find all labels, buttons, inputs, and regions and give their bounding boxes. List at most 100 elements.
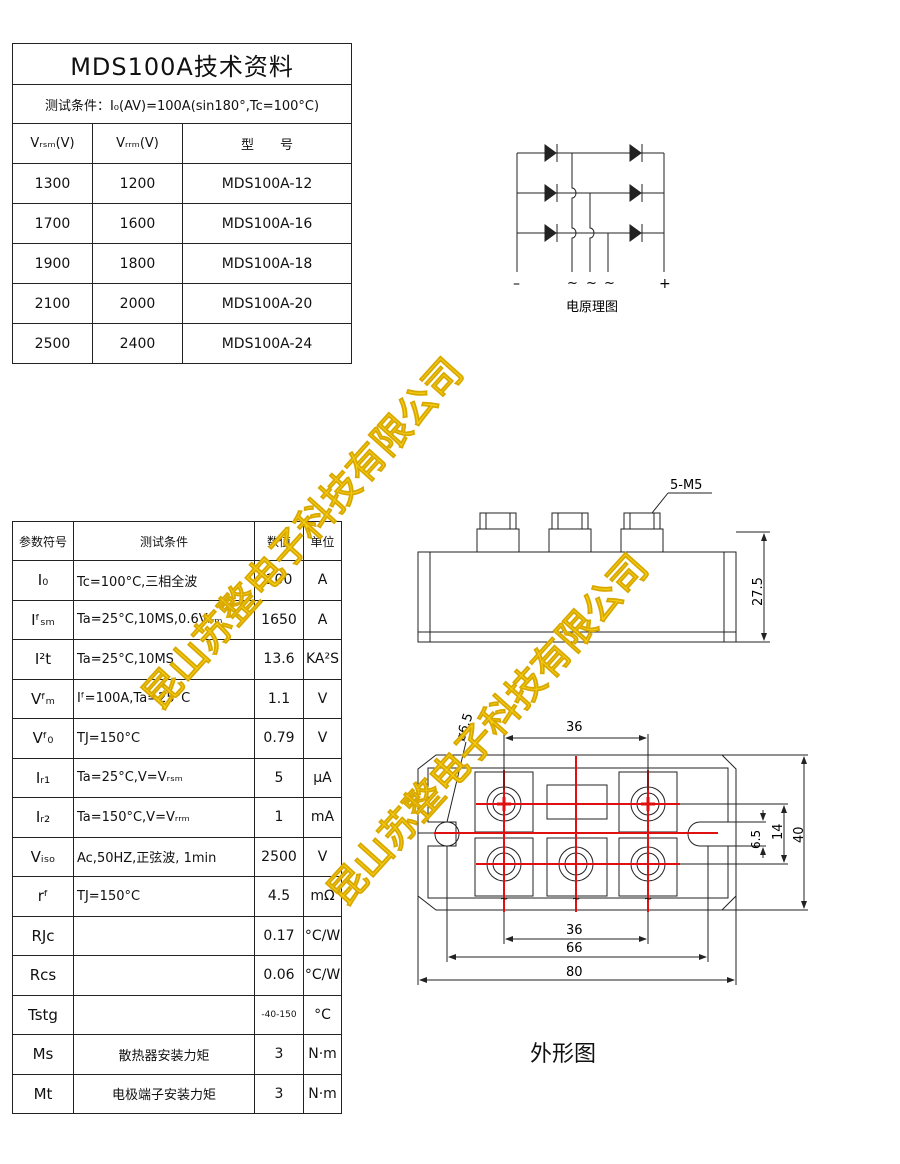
table-row: 1900 1800 MDS100A-18 [12,243,353,284]
header-symbol: 参数符号 [12,521,74,561]
schematic-minus-label: – [513,276,520,292]
model-table: MDS100A技术资料 测试条件：I₀(AV)=100A(sin180°,Tc=… [11,43,353,364]
table-row: Iᵣ₂ Ta=150°C,V=Vᵣᵣₘ 1 mA [12,797,342,838]
condition-cell: TJ=150°C [73,876,255,917]
centerlines [434,756,718,912]
height-dimension-label: 27.5 [751,577,766,606]
symbol-cell: Iᶠₛₘ [12,599,74,640]
symbol-cell: Vᶠ₀ [12,718,74,759]
table-row: rᶠ TJ=150°C 4.5 mΩ [12,876,342,917]
value-cell: 3 [254,1034,304,1075]
value-cell: 0.06 [254,955,304,996]
table-row: 2100 2000 MDS100A-20 [12,283,353,324]
table-row: RJc 0.17 °C/W [12,915,342,956]
condition-cell: Ta=150°C,V=Vᵣᵣₘ [73,797,255,838]
value-cell: 3 [254,1073,304,1114]
schematic-ac-label: ~ [604,276,615,291]
condition-cell: Tc=100°C,三相全波 [73,560,255,601]
condition-cell: Ta=25°C,10MS,0.6Vᵣᵣₘ [73,599,255,640]
terminal-ac-mark: ~ [572,894,580,905]
unit-cell: V [303,718,342,759]
unit-cell: °C/W [303,915,342,956]
parameter-table: 参数符号 测试条件 数值 单位 I₀ Tc=100°C,三相全波 100 A I… [12,521,342,1114]
vrsm-cell: 2500 [12,323,93,364]
value-cell: 4.5 [254,876,304,917]
model-cell: MDS100A-12 [181,163,353,204]
table-row: Ms 散热器安装力矩 3 N·m [12,1034,342,1075]
symbol-cell: Iᵣ₁ [12,757,74,798]
diode-icon [629,144,643,162]
model-cell: MDS100A-18 [181,243,353,284]
diode-icon [629,224,643,242]
overall-width-label: 40 [792,826,807,843]
value-cell: 2500 [254,836,304,877]
condition-cell: 散热器安装力矩 [73,1034,255,1075]
table-row: Rcs 0.06 °C/W [12,955,342,996]
diode-icon [544,224,558,242]
datasheet-title: MDS100A技术资料 [11,43,353,85]
header-condition: 测试条件 [73,521,255,561]
top-spacing-label: 36 [566,720,583,735]
unit-cell: V [303,678,342,719]
unit-cell: A [303,560,342,601]
table-row: Iᶠₛₘ Ta=25°C,10MS,0.6Vᵣᵣₘ 1650 A [12,599,342,640]
hole-spacing-label: 66 [566,941,583,956]
unit-cell: N·m [303,1073,342,1114]
vrsm-cell: 1700 [12,203,93,244]
slot-width-label: 6.5 [749,830,763,849]
bottom-spacing-label: 36 [566,923,583,938]
unit-cell: °C [303,994,342,1035]
outline-drawing-caption: 外形图 [530,1042,597,1067]
condition-cell: TJ=150°C [73,718,255,759]
model-cell: MDS100A-24 [181,323,353,364]
symbol-cell: Iᵣ₂ [12,797,74,838]
table-row: 2500 2400 MDS100A-24 [12,323,353,364]
condition-cell: Ta=25°C,V=Vᵣₛₘ [73,757,255,798]
condition-cell: Ta=25°C,10MS [73,639,255,680]
test-condition: 测试条件：I₀(AV)=100A(sin180°,Tc=100°C) [11,84,353,124]
unit-cell: KA²S [303,639,342,680]
model-cell: MDS100A-16 [181,203,353,244]
diode-icon [629,184,643,202]
terminal-ac-mark: ~ [644,894,652,905]
diode-icon [544,144,558,162]
table-row: I²t Ta=25°C,10MS 13.6 KA²S [12,639,342,680]
hex-nut-icon [548,512,592,553]
side-view-drawing [417,492,770,643]
symbol-cell: Mt [12,1073,74,1114]
unit-cell: mΩ [303,876,342,917]
schematic-caption: 电原理图 [566,300,618,315]
value-cell: 13.6 [254,639,304,680]
dimension-lines [417,734,808,985]
vrsm-cell: 1300 [12,163,93,204]
diode-icon [544,184,558,202]
value-cell: 1 [254,797,304,838]
vrrm-cell: 2400 [92,323,183,364]
condition-cell: Iᶠ=100A,Ta=25°C [73,678,255,719]
table-row: Vᶠₘ Iᶠ=100A,Ta=25°C 1.1 V [12,678,342,719]
table-row: Vᵢₛₒ Ac,50HZ,正弦波, 1min 2500 V [12,836,342,877]
value-cell: 0.79 [254,718,304,759]
unit-cell: mA [303,797,342,838]
schematic-plus-label: + [659,276,671,292]
terminal-ac-mark: ~ [500,894,508,905]
table-row: Iᵣ₁ Ta=25°C,V=Vᵣₛₘ 5 μA [12,757,342,798]
value-cell: 100 [254,560,304,601]
schematic-ac-label: ~ [586,276,597,291]
table-row: 1700 1600 MDS100A-16 [12,203,353,244]
value-cell: 1650 [254,599,304,640]
hex-nut-icon [476,512,520,553]
terminal-spacing-label: 14 [771,823,786,840]
table-row: Vᶠ₀ TJ=150°C 0.79 V [12,718,342,759]
overall-length-label: 80 [566,965,583,980]
symbol-cell: Ms [12,1034,74,1075]
unit-cell: μA [303,757,342,798]
thread-label: 5-M5 [670,478,702,493]
vrrm-cell: 1800 [92,243,183,284]
header-unit: 单位 [303,521,342,561]
schematic-ac-label: ~ [567,276,578,291]
value-cell: 5 [254,757,304,798]
hex-nut-icon [620,512,664,553]
table-row: 1300 1200 MDS100A-12 [12,163,353,204]
